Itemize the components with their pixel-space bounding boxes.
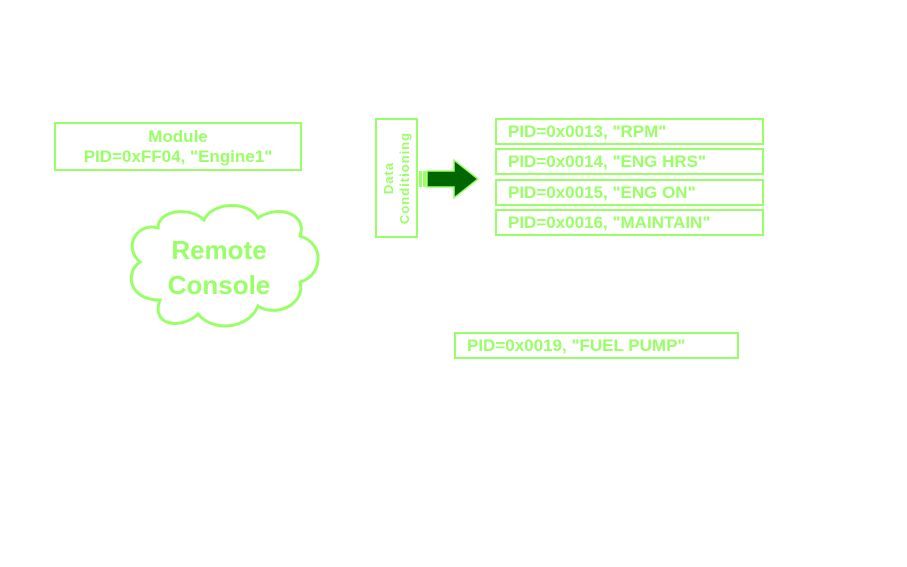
data-conditioning-line1: Data xyxy=(380,161,396,195)
remote-console-cloud xyxy=(129,204,320,328)
pid-eng-hrs-box: PID=0x0014, "ENG HRS" xyxy=(495,148,764,175)
pid-fuel-pump-box: PID=0x0019, "FUEL PUMP" xyxy=(454,332,739,359)
pid-rpm-box: PID=0x0013, "RPM" xyxy=(495,118,764,145)
data-conditioning-label: Data Conditioning xyxy=(381,132,413,224)
module-label: Module xyxy=(148,127,208,146)
data-conditioning-line2: Conditioning xyxy=(396,131,412,225)
remote-console-label: Remote Console xyxy=(128,233,310,303)
pid-eng-on-box: PID=0x0015, "ENG ON" xyxy=(495,179,764,206)
data-conditioning-box: Data Conditioning xyxy=(375,118,418,238)
module-box: Module PID=0xFF04, "Engine1" xyxy=(54,122,302,171)
pid-maintain-box: PID=0x0016, "MAINTAIN" xyxy=(495,209,764,236)
data-flow-arrow xyxy=(419,158,480,200)
module-pid: PID=0xFF04, "Engine1" xyxy=(83,147,273,166)
remote-console-line1: Remote xyxy=(171,235,267,265)
remote-console-line2: Console xyxy=(167,270,271,300)
